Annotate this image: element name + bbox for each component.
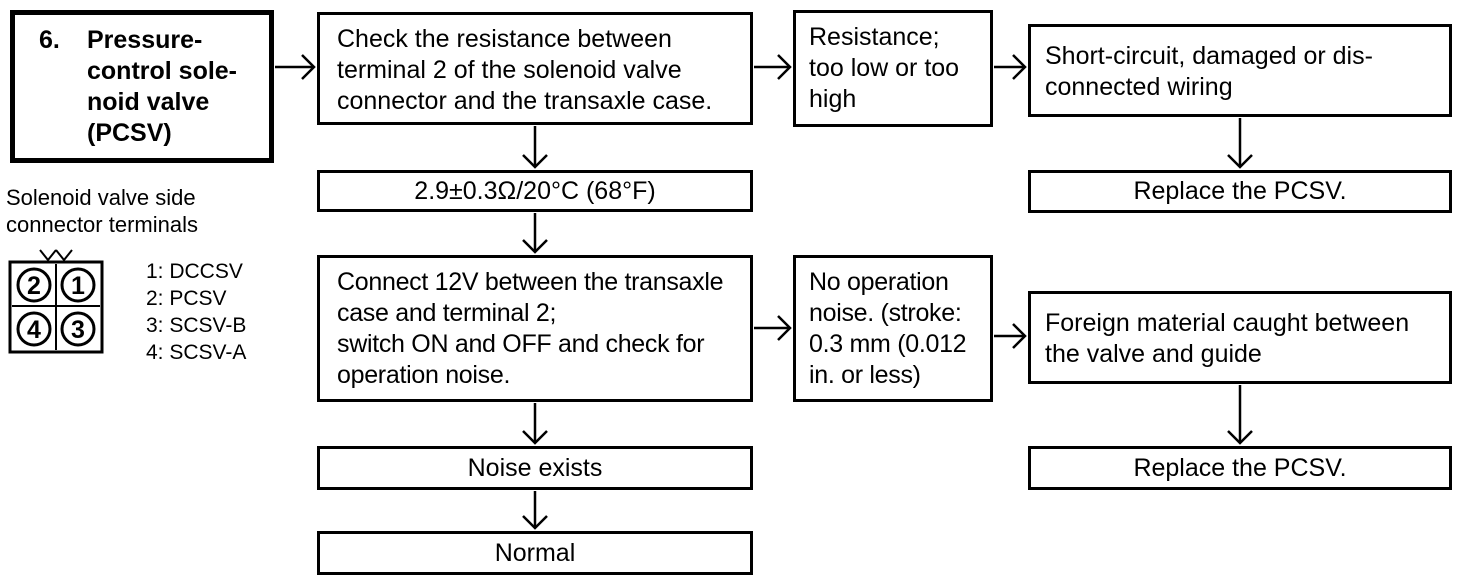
- resistance-bad-line: high: [809, 85, 857, 113]
- resistance-spec-label: 2.9±0.3Ω/20°C (68°F): [414, 176, 656, 205]
- foreign-material-line: the valve and guide: [1045, 340, 1262, 368]
- connect-12v-box: Connect 12V between the transaxle case a…: [317, 255, 753, 402]
- connector-caption-line: connector terminals: [6, 212, 198, 237]
- check-resistance-line: terminal 2 of the solenoid valve: [337, 56, 682, 84]
- normal-box: Normal: [317, 531, 753, 575]
- arrow-down: [1227, 118, 1253, 169]
- arrow-down: [522, 403, 548, 445]
- pin-label: 3: [71, 316, 85, 344]
- normal-label: Normal: [494, 538, 576, 567]
- resistance-bad-box: Resistance; too low or too high: [793, 10, 993, 127]
- pin-circle: [60, 267, 96, 303]
- noise-exists-label: Noise exists: [467, 453, 603, 482]
- title-box: 6. Pressure- control sole- noid valve (P…: [10, 10, 274, 163]
- title-line: control sole-: [87, 57, 238, 85]
- terminal-legend-item: 2: PCSV: [146, 287, 227, 310]
- connector-latch-icon: [39, 249, 73, 262]
- no-noise-line: No operation: [809, 268, 949, 296]
- resistance-spec-box: 2.9±0.3Ω/20°C (68°F): [317, 170, 753, 212]
- resistance-bad-line: too low or too: [809, 54, 960, 82]
- replace-pcsv-label: Replace the PCSV.: [1133, 177, 1347, 205]
- title-line: (PCSV): [87, 119, 172, 147]
- title-text: Pressure- control sole- noid valve (PCSV…: [87, 25, 237, 149]
- terminal-legend-item: 3: SCSV-B: [146, 314, 247, 337]
- terminal-legend-item: 1: DCCSV: [146, 260, 243, 283]
- title-line: Pressure-: [87, 26, 203, 54]
- arrow-right: [754, 315, 792, 341]
- connect-12v-line: Connect 12V between the transaxle: [337, 268, 724, 296]
- wiring-fault-line: connected wiring: [1045, 73, 1233, 101]
- pin-circle: [16, 311, 52, 347]
- title-number: 6.: [39, 26, 60, 54]
- replace-pcsv-box-2: Replace the PCSV.: [1028, 446, 1452, 490]
- arrow-down: [522, 213, 548, 254]
- connector-diagram: 2 1 4 3: [8, 249, 104, 354]
- pin-label: 2: [27, 272, 41, 300]
- arrow-down: [1227, 385, 1253, 445]
- pin-circle: [16, 267, 52, 303]
- no-noise-box: No operation noise. (stroke: 0.3 mm (0.0…: [793, 255, 993, 402]
- replace-pcsv-box-1: Replace the PCSV.: [1028, 170, 1452, 213]
- check-resistance-line: Check the resistance between: [337, 25, 672, 53]
- no-noise-line: noise. (stroke:: [809, 299, 962, 327]
- pin-label: 4: [27, 316, 41, 344]
- arrow-right: [275, 54, 316, 80]
- pin-circle: [60, 311, 96, 347]
- no-noise-line: in. or less): [809, 361, 921, 389]
- check-resistance-box: Check the resistance between terminal 2 …: [317, 12, 753, 125]
- foreign-material-line: Foreign material caught between: [1045, 309, 1410, 337]
- pin-label: 1: [71, 272, 85, 300]
- terminal-legend-item: 4: SCSV-A: [146, 341, 247, 364]
- no-noise-line: 0.3 mm (0.012: [809, 330, 967, 358]
- replace-pcsv-label: Replace the PCSV.: [1133, 453, 1347, 482]
- arrow-down: [522, 126, 548, 169]
- connect-12v-line: operation noise.: [337, 361, 511, 389]
- connector-caption-line: Solenoid valve side: [6, 185, 196, 210]
- title-line: noid valve: [87, 88, 210, 116]
- connector-caption: Solenoid valve side connector terminals: [6, 184, 198, 238]
- foreign-material-box: Foreign material caught between the valv…: [1028, 291, 1452, 384]
- wiring-fault-box: Short-circuit, damaged or dis- connected…: [1028, 24, 1452, 117]
- connect-12v-line: switch ON and OFF and check for: [337, 330, 705, 358]
- connect-12v-line: case and terminal 2;: [337, 299, 557, 327]
- arrow-right: [994, 54, 1027, 80]
- noise-exists-box: Noise exists: [317, 446, 753, 490]
- terminal-legend: 1: DCCSV 2: PCSV 3: SCSV-B 4: SCSV-A: [146, 258, 246, 366]
- wiring-fault-line: Short-circuit, damaged or dis-: [1045, 42, 1373, 70]
- arrow-right: [754, 54, 792, 80]
- arrow-right: [994, 323, 1027, 349]
- resistance-bad-line: Resistance;: [809, 23, 940, 51]
- arrow-down: [522, 491, 548, 530]
- check-resistance-line: connector and the transaxle case.: [337, 87, 713, 115]
